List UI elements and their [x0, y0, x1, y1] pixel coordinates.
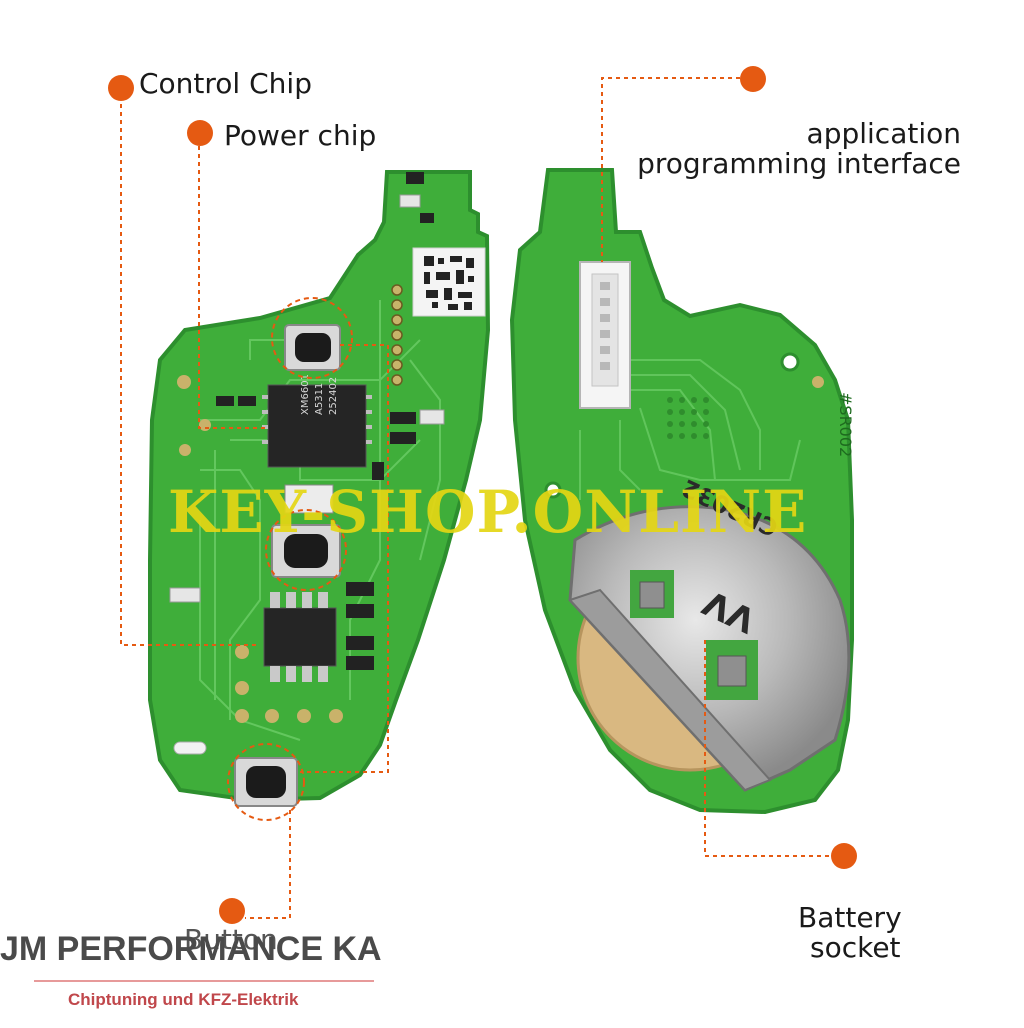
button-leader-a [300, 344, 389, 773]
smd-part [420, 213, 434, 223]
highlight-circles [227, 297, 353, 821]
mount-hole [780, 352, 800, 372]
battery-callout-dot [831, 843, 857, 869]
button-leader-b [245, 810, 291, 919]
mount-hole [544, 481, 562, 499]
brand-tagline: Chiptuning und KFZ-Elektrik [68, 990, 299, 1009]
solder-pads [177, 375, 343, 723]
right-traces [579, 359, 801, 500]
button-label: Button [184, 923, 278, 956]
qr-code-pattern [424, 256, 474, 310]
control-chip-callout-dot [108, 75, 134, 101]
middle-tactile-button [271, 524, 341, 578]
brand-divider [34, 980, 374, 982]
control-chip-label: Control Chip [139, 67, 312, 100]
power-chip-label: Power chip [224, 119, 377, 152]
power-chip [263, 592, 337, 682]
api-label-line1: application [806, 117, 961, 150]
power-chip-callout-dot [187, 120, 213, 146]
battery-leader [704, 640, 830, 857]
battery-label-line2: socket [810, 931, 901, 964]
bottom-tactile-button [234, 757, 298, 807]
capacitor-group [169, 582, 374, 670]
chip-marking-date: 252402 [328, 377, 339, 415]
smd-part [406, 172, 424, 184]
button-callout-dot [219, 898, 245, 924]
resistor-row [216, 396, 445, 480]
callout-lines [120, 77, 830, 919]
pin-header [391, 284, 403, 386]
battery-holder: CR2032 VV [568, 473, 851, 792]
right-pcb: #SR002 CR2032 VV [509, 168, 855, 815]
api-callout-dot [740, 66, 766, 92]
power-chip-leader [198, 146, 265, 429]
smd-part [399, 194, 421, 208]
chip-marking-main: XM6601 [300, 374, 311, 415]
mount-hole [812, 376, 824, 388]
control-chip: XM6601 A5311 252402 [262, 374, 372, 468]
control-chip-leader [120, 104, 258, 646]
battery-label-line1: Battery [798, 901, 902, 934]
slot [173, 741, 207, 755]
programming-connector [579, 261, 631, 409]
api-leader [601, 77, 740, 262]
chip-marking-lot: A5311 [314, 383, 325, 415]
left-pcb: XM6601 A5311 252402 [148, 170, 491, 821]
board-id-marking: #SR002 [836, 392, 855, 457]
api-label-line2: programming interface [637, 147, 961, 180]
top-tactile-button [284, 324, 341, 371]
via-grid [667, 397, 709, 439]
crystal [284, 484, 334, 514]
brand-name: JM PERFORMANCE KA [0, 930, 382, 968]
shop-watermark: KEY-SHOP.ONLINE [168, 478, 808, 546]
